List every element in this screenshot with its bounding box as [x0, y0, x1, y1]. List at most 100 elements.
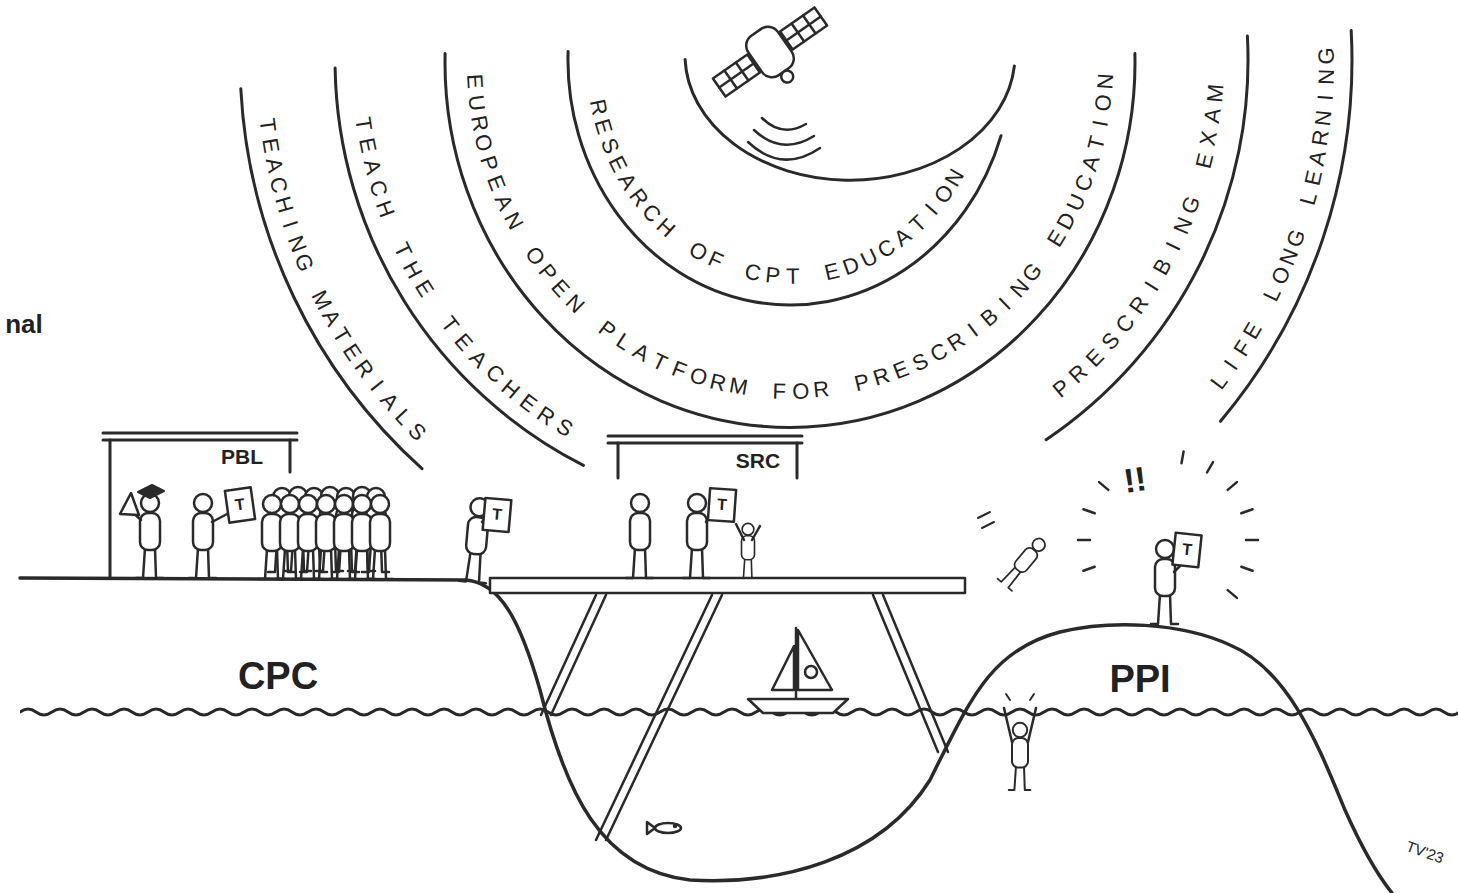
satellite-part [754, 130, 814, 145]
swimmer-figure [1004, 694, 1036, 790]
caption-letter: R [708, 370, 729, 395]
caption-letter: R [871, 365, 893, 391]
caption-letter: S [909, 349, 932, 375]
caption-letter: I [1220, 357, 1242, 375]
teacher-figure [120, 485, 164, 578]
jumping-figure [978, 512, 1050, 591]
bridge-legs-part [873, 595, 948, 752]
caption-letter: T [390, 239, 416, 261]
halo-dashes-part [1207, 462, 1213, 472]
caption-letter: T [351, 115, 375, 132]
swimmer-figure-part [1006, 694, 1034, 700]
caption-letter: N [1094, 73, 1117, 90]
caption-letter: E [1082, 345, 1108, 371]
halo-dashes-part [1246, 539, 1258, 542]
caption-letter: O [791, 380, 809, 403]
enlightened-figure [1078, 451, 1258, 624]
jumping-figure-part [978, 512, 994, 528]
caption-letter: L [612, 330, 634, 355]
band-lines-part [1046, 36, 1248, 440]
caption-letter: L [391, 405, 415, 429]
bridge-figures-part [739, 523, 757, 578]
caption-letter: C [365, 178, 391, 200]
caption-letter: E [516, 390, 541, 416]
caption-letter: O [687, 364, 710, 390]
caption-letter: I [995, 293, 1015, 313]
caption-letter: S [404, 419, 430, 445]
bridge-legs-part [541, 595, 606, 715]
enlightened-figure-part [1172, 533, 1201, 568]
caption-letter: S [597, 135, 623, 157]
student-figure [189, 487, 255, 578]
caption-letter: H [399, 258, 426, 283]
paper-letter: T [1181, 540, 1193, 559]
bridge-figures-part [736, 524, 760, 540]
caption-letter [755, 379, 763, 402]
region-label: CPC [238, 655, 318, 699]
caption-letter: R [1125, 293, 1152, 319]
caption-letter [1187, 177, 1210, 189]
enlightened-figure-part [1174, 566, 1180, 572]
caption-letter: I [278, 218, 301, 231]
src-shelter-part [608, 436, 802, 443]
halo-dashes-part [1228, 482, 1237, 490]
src-shelter [608, 436, 802, 478]
caption-letter: L [1207, 371, 1232, 394]
caption-letter: D [1053, 209, 1080, 233]
sailing-boat [748, 628, 848, 713]
satellite-part [748, 142, 820, 160]
caption-letter: E [483, 172, 509, 194]
halo-dashes-part [1241, 567, 1252, 571]
caption-letter: E [463, 74, 486, 90]
caption-letter: L [1260, 284, 1285, 305]
caption-letter: E [1192, 151, 1217, 170]
ground-line [20, 578, 1392, 893]
caption-letter: F [1230, 337, 1256, 360]
caption-letter: I [964, 320, 982, 341]
caption-letter: E [355, 136, 379, 155]
bridge-figures [626, 488, 760, 578]
caption-letter: G [1178, 193, 1205, 217]
paper-letter: T [234, 495, 246, 515]
sailing-boat-part [748, 699, 848, 713]
sign-label: PBL [221, 445, 263, 469]
caption-letter: A [491, 191, 517, 213]
fish [647, 822, 681, 834]
satellite [705, 0, 841, 160]
fish-part [647, 822, 655, 834]
student-crowd-part [366, 495, 393, 579]
fish-part [674, 825, 676, 827]
caption-letter: R [533, 402, 559, 429]
caption-letter: C [266, 175, 291, 196]
sign-label: SRC [736, 449, 780, 473]
caption-letter: B [977, 304, 1002, 330]
caption-letter [1252, 305, 1274, 321]
caption-letter: C [1071, 172, 1097, 195]
halo-dashes-part [1182, 451, 1184, 463]
caption-letter: T [256, 117, 279, 133]
caption-letter: N [1312, 109, 1336, 127]
student-figure-part [189, 494, 216, 578]
caption-letter: T [1084, 134, 1109, 152]
pbl-shelter-part [110, 440, 290, 578]
sailing-boat-part [772, 646, 794, 690]
caption-letter: M [1204, 84, 1227, 104]
halo-dashes-part [1099, 482, 1108, 490]
caption-letter: R [1309, 129, 1333, 148]
caption-letter: F [668, 358, 689, 383]
caption-letter: O [1268, 264, 1295, 289]
caption-letter: I [366, 377, 387, 395]
caption-letter: N [1170, 214, 1196, 237]
walking-figure [459, 497, 511, 583]
caption-letter: I [922, 200, 943, 219]
exclamation-marks: !! [1121, 459, 1149, 501]
caption-letter: G [291, 251, 318, 275]
caption-letter [728, 256, 741, 279]
caption-letter [382, 223, 405, 237]
caption-letter [1034, 247, 1056, 265]
arc-caption: EUROPEAN OPEN PLATFORM FOR PRESCRIBING E… [440, 56, 1141, 425]
halo-dashes [1078, 451, 1258, 598]
caption-letter [672, 230, 690, 251]
